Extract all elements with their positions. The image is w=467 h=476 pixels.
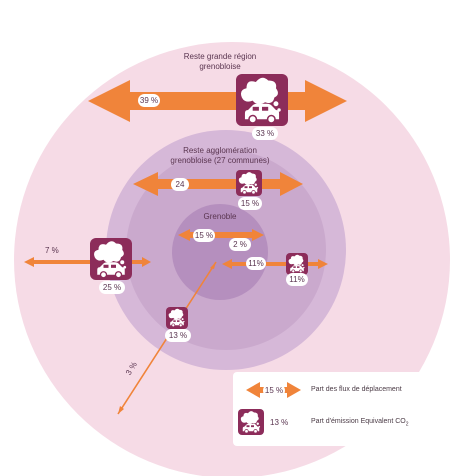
- outer-grenoble-emission-value: 13 %: [165, 329, 191, 342]
- outer-zone-title: Reste grande région grenobloise: [160, 52, 280, 72]
- legend-emission-sample: 13 %: [270, 418, 289, 427]
- inner-zone-title: Grenoble: [196, 212, 244, 222]
- legend-emission-label-sub: 2: [405, 421, 409, 428]
- legend-box: [233, 372, 451, 446]
- middle-zone-title: Reste agglomération grenobloise (27 comm…: [155, 146, 285, 166]
- outer-internal-flow-value: 39 %: [138, 94, 160, 107]
- grenoble-middle-arrow: [222, 259, 328, 269]
- legend-flow-label: Part des flux de déplacement: [311, 386, 402, 393]
- middle-internal-emission-icon: [236, 170, 262, 196]
- outer-middle-flow-value: 7 %: [45, 246, 59, 255]
- outer-internal-emission-icon: [236, 74, 288, 126]
- legend-flow-sample: 15 %: [263, 384, 285, 397]
- outer-middle-arrow: [24, 257, 151, 267]
- grenoble-middle-emission-value: 11%: [286, 273, 308, 286]
- middle-zone-title-line2: grenobloise (27 communes): [170, 156, 270, 165]
- outer-middle-emission-icon: [90, 238, 132, 280]
- inner-zone-circle: [172, 204, 268, 300]
- inner-zone-title-line1: Grenoble: [203, 212, 237, 221]
- grenoble-middle-flow-value: 11%: [246, 257, 266, 270]
- legend-emission-label: Part d'émission Equivalent CO2: [311, 418, 409, 427]
- grenoble-middle-emission-icon: [286, 253, 308, 275]
- outer-zone-title-line1: Reste grande région: [183, 52, 257, 61]
- outer-grenoble-arrowhead-end: [118, 406, 124, 414]
- grenoble-internal-emission-value: 2 %: [229, 238, 251, 251]
- middle-internal-arrow: [133, 172, 303, 196]
- grenoble-internal-flow-value: 15 %: [193, 229, 215, 242]
- outer-internal-emission-value: 33 %: [252, 127, 278, 140]
- middle-zone-title-line1: Reste agglomération: [183, 146, 257, 155]
- middle-internal-emission-value: 15 %: [238, 197, 262, 210]
- legend-emission-label-main: Part d'émission Equivalent CO: [311, 418, 406, 425]
- outer-zone-title-line2: grenobloise: [199, 62, 241, 71]
- middle-internal-flow-value: 24: [171, 178, 189, 191]
- outer-grenoble-emission-icon: [166, 307, 188, 329]
- outer-grenoble-arrowhead-start: [210, 262, 216, 269]
- outer-middle-emission-value: 25 %: [99, 281, 125, 294]
- outer-internal-arrow: [88, 80, 347, 122]
